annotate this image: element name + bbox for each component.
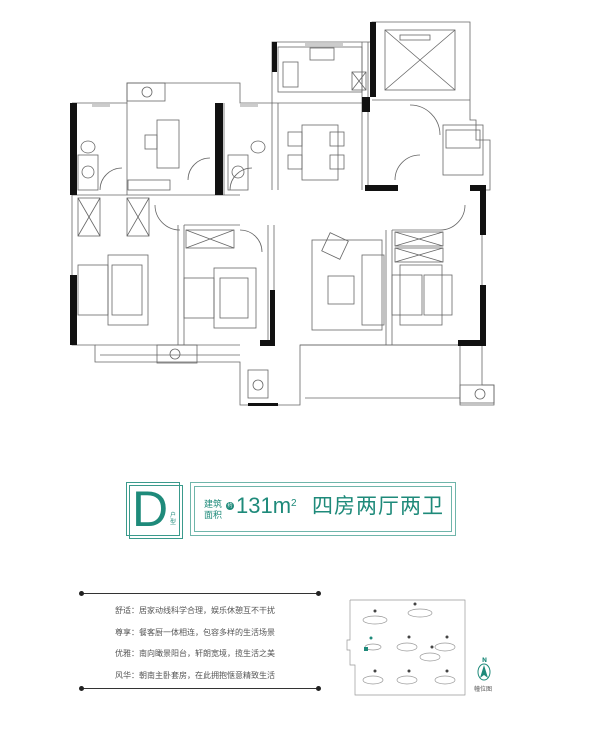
feature-item: 优雅：南向瞰景阳台，轩朗宽境，揽生活之美 [115,649,275,658]
features-list: 舒适：居家动线科学合理，娱乐休憩互不干扰 尊享：餐客厨一体相连，包容多样的生活场… [115,600,275,686]
approx-badge: 约 [226,502,234,510]
unit-type-letter: D [132,481,169,537]
rule-dot [316,686,321,691]
area-label: 建筑 面积 [204,500,222,522]
area-unit-sup: 2 [291,498,297,509]
features-top-rule [82,593,318,594]
info-frame-inner [194,486,452,532]
rule-dot [79,686,84,691]
area-number: 131 [236,493,273,518]
locator-label: 幢位图 [474,686,493,693]
current-building-marker [369,636,373,640]
feature-item: 尊享：餐客厨一体相连，包容多样的生活场景 [115,627,275,637]
info-frame [190,482,456,536]
feature-item: 风华：朝南主卧套房，在此拥抱惬意精致生活 [115,670,275,680]
floor-plan [70,21,495,406]
unit-type-suffix: 户型 [170,512,177,526]
north-label: N [482,657,488,664]
area-label-line2: 面积 [204,511,223,521]
unit-type-frame [126,482,180,536]
area-unit: m [272,493,292,518]
unit-type-frame-offset [129,485,183,539]
feature-item: 舒适：居家动线科学合理，娱乐休憩互不干扰 [115,606,275,615]
rule-dot [79,591,84,596]
site-locator-map [346,599,466,696]
rule-dot [316,591,321,596]
north-arrow-icon [477,663,491,681]
features-bottom-rule [82,688,318,689]
area-value: 131m2 [236,493,297,519]
layout-name: 四房两厅两卫 [312,494,444,518]
area-label-line1: 建筑 [204,500,223,510]
